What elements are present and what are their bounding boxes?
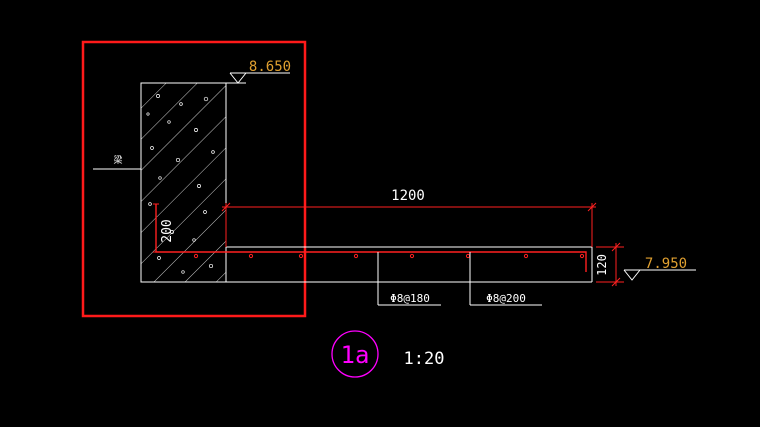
aggregate-dots <box>146 94 215 274</box>
scale-text: 1:20 <box>404 349 445 369</box>
thickness-dimension <box>596 242 624 287</box>
span-dimension <box>221 202 597 247</box>
anchorage-dimension-text: 200 <box>160 219 175 242</box>
rebar-callout-right: Φ8@200 <box>486 292 526 305</box>
detail-id-text: 1a <box>341 341 370 369</box>
distribution-bars <box>193 253 585 259</box>
top-rebar <box>155 204 587 272</box>
rebar-callout-left: Φ8@180 <box>390 292 430 305</box>
elevation-bottom-text: 7.950 <box>645 256 687 272</box>
thickness-dimension-text: 120 <box>595 254 609 276</box>
elevation-marker-top <box>226 72 290 84</box>
concrete-wall-section <box>140 82 227 283</box>
elevation-top-text: 8.650 <box>249 59 291 75</box>
cantilever-slab <box>226 246 593 283</box>
detail-bubble <box>331 330 379 378</box>
highlight-box <box>81 40 307 318</box>
elevation-marker-bottom <box>623 269 696 281</box>
wall-label: 梁 <box>113 154 122 166</box>
rebar-callout-leaders <box>377 252 542 306</box>
span-dimension-text: 1200 <box>391 188 425 204</box>
anchorage-dimension <box>153 203 159 253</box>
